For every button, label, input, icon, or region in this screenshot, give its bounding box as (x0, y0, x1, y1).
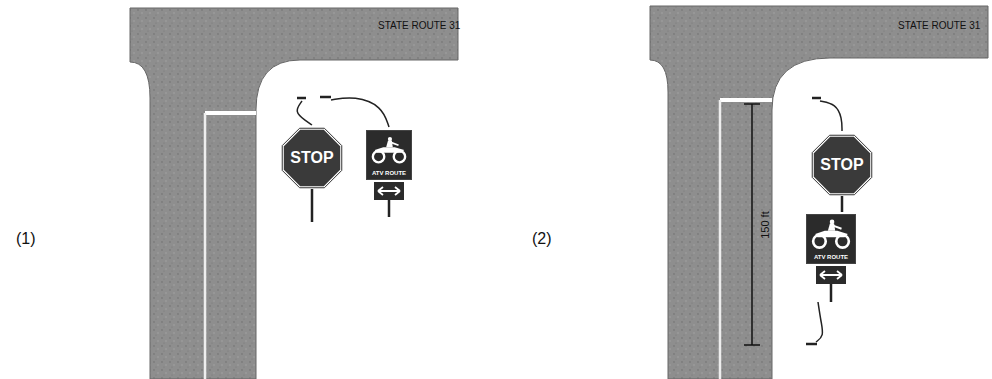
sign-post (311, 189, 314, 222)
sign-caption: ATV ROUTE (814, 254, 848, 261)
octagon-edge (812, 135, 872, 195)
leader-line (331, 98, 389, 127)
octagon (812, 135, 872, 195)
atv-icon (370, 134, 408, 166)
leader-line (297, 101, 312, 125)
sign-post (841, 196, 844, 212)
leader-line (816, 302, 822, 342)
dimension-line (751, 104, 753, 345)
road-name: STATE ROUTE 31 (898, 20, 980, 31)
dimension-tick (744, 103, 760, 105)
sign-post (830, 284, 833, 302)
panel-number: (2) (532, 230, 552, 248)
road (130, 8, 458, 379)
road (650, 6, 988, 379)
road-name: STATE ROUTE 31 (378, 20, 460, 31)
atv-route-sign: ATV ROUTE (366, 130, 412, 180)
location-mark (297, 97, 306, 100)
lane-line (719, 100, 722, 379)
atv-icon (810, 218, 852, 250)
panel-number: (1) (16, 230, 36, 248)
atv-route-sign: ATV ROUTE (806, 214, 856, 264)
octagon-edge (282, 128, 342, 188)
stop-line (205, 111, 256, 115)
double-arrow (378, 187, 400, 195)
sign-post (388, 200, 391, 217)
location-mark (806, 343, 817, 346)
location-mark (320, 96, 331, 99)
stop-sign: STOP (811, 134, 873, 196)
lane-line (204, 113, 207, 379)
stop-line (720, 98, 772, 102)
arrow-plate (374, 182, 404, 200)
arrow-plate (816, 266, 846, 284)
stop-sign: STOP (281, 127, 343, 189)
dimension-label: 150 ft (759, 211, 771, 239)
sign-caption: ATV ROUTE (372, 170, 406, 177)
sign-word: STOP (820, 156, 863, 174)
double-arrow (820, 271, 842, 279)
sign-word: STOP (290, 149, 333, 167)
dimension-tick (744, 344, 760, 346)
location-mark (812, 97, 821, 100)
leader-line (820, 101, 842, 131)
octagon (282, 128, 342, 188)
